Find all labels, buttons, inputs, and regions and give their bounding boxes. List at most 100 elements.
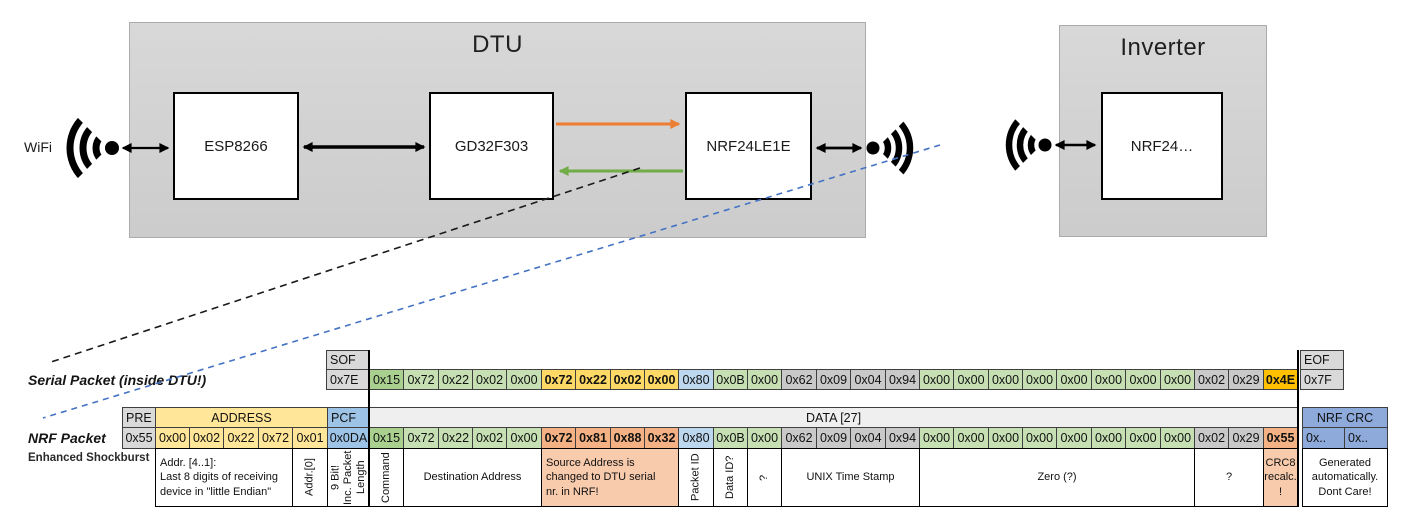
serial-byte-cell: 0x09 — [816, 369, 851, 390]
address-byte-cell: 0x72 — [258, 427, 293, 449]
eof-header-cell: EOF — [1300, 350, 1344, 370]
nrf-byte-cell: 0x00 — [1160, 427, 1195, 449]
address-byte-cell: 0x02 — [189, 427, 224, 449]
nrf-byte-cell: 0x00 — [953, 427, 989, 449]
nrf-byte-cell: 0x00 — [1022, 427, 1057, 449]
annotation-cell: Source Address is changed to DTU serial … — [541, 448, 679, 507]
pre-value-cell: 0x55 — [122, 427, 156, 449]
annotation-cell: UNIX Time Stamp — [781, 448, 920, 507]
sof-header-cell: SOF — [326, 350, 370, 370]
serial-byte-cell: 0x0B — [713, 369, 748, 390]
nrf-byte-cell: 0x00 — [747, 427, 782, 449]
dtu-title: DTU — [472, 31, 523, 58]
annotation-cell: Zero (?) — [919, 448, 1195, 507]
serial-byte-cell: 0x00 — [988, 369, 1023, 390]
nrf-byte-cell: 0x81 — [575, 427, 611, 449]
nrf-byte-cell: 0x00 — [1125, 427, 1161, 449]
chip-esp8266-label: ESP8266 — [204, 137, 268, 155]
nrf-byte-cell: 0x72 — [403, 427, 439, 449]
nrf-byte-cell: 0x55 — [1263, 427, 1298, 449]
serial-byte-cell: 0x00 — [1022, 369, 1057, 390]
nrf-byte-cell: 0x94 — [885, 427, 920, 449]
serial-byte-cell: 0x00 — [1091, 369, 1126, 390]
serial-byte-cell: 0x00 — [919, 369, 954, 390]
eof-value-cell: 0x7F — [1300, 369, 1344, 390]
annotation-cell: Destination Address — [403, 448, 542, 507]
nrf-byte-cell: 0x32 — [644, 427, 679, 449]
serial-byte-cell: 0x80 — [678, 369, 714, 390]
nrf-byte-cell: 0x0B — [713, 427, 748, 449]
address-byte-cell: 0x01 — [292, 427, 328, 449]
address-header-cell: ADDRESS — [155, 407, 328, 428]
annotation-cell: 9 Bit! Inc. Packet Length — [327, 448, 370, 507]
nrf-byte-cell: 0x62 — [781, 427, 817, 449]
serial-byte-cell: 0x4E — [1263, 369, 1298, 390]
annotation-cell: CRC8 recalc. ! — [1263, 448, 1298, 507]
nrf-byte-cell: 0x29 — [1228, 427, 1264, 449]
nrf-byte-cell: 0x00 — [506, 427, 542, 449]
chip-nrf24le1e: NRF24LE1E — [685, 92, 812, 200]
annotation-cell: Addr. [4..1]: Last 8 digits of receiving… — [155, 448, 293, 507]
serial-packet-label: Serial Packet (inside DTU!) — [28, 372, 207, 388]
serial-byte-cell: 0x72 — [403, 369, 439, 390]
enhanced-shockburst-label: Enhanced Shockburst — [28, 452, 150, 464]
pcf-value-cell: 0x0DA — [327, 427, 370, 449]
serial-byte-cell: 0x00 — [953, 369, 989, 390]
serial-byte-cell: 0x22 — [575, 369, 611, 390]
serial-byte-cell: 0x02 — [610, 369, 645, 390]
serial-byte-cell: 0x94 — [885, 369, 920, 390]
serial-byte-cell: 0x15 — [369, 369, 404, 390]
nrf-byte-cell: 0x04 — [850, 427, 886, 449]
annotation-cell: Generated automatically. Dont Care! — [1302, 448, 1388, 507]
nrf-byte-cell: 0x15 — [369, 427, 404, 449]
chip-inverter-nrf24: NRF24… — [1101, 92, 1223, 200]
annotation-cell: Command — [369, 448, 404, 507]
nrf-byte-cell: 0x22 — [438, 427, 473, 449]
nrf-byte-cell: 0x00 — [988, 427, 1023, 449]
inverter-title: Inverter — [1120, 34, 1206, 61]
right-alignment-line — [1297, 350, 1300, 507]
pre-header-cell: PRE — [122, 407, 156, 428]
nrf-byte-cell: 0x00 — [919, 427, 954, 449]
annotation-cell: ? — [1194, 448, 1264, 507]
annotation-cell: Data ID? — [713, 448, 748, 507]
serial-byte-cell: 0x00 — [1125, 369, 1161, 390]
serial-byte-cell: 0x02 — [1194, 369, 1229, 390]
annotation-cell: Addr.[0] — [292, 448, 328, 507]
sof-value-cell: 0x7E — [326, 369, 370, 390]
serial-byte-cell: 0x72 — [541, 369, 576, 390]
serial-byte-cell: 0x04 — [850, 369, 886, 390]
nrf-byte-cell: 0x72 — [541, 427, 576, 449]
chip-esp8266: ESP8266 — [173, 92, 299, 200]
chip-inverter-nrf24-label: NRF24… — [1130, 137, 1194, 155]
nrf-byte-cell: 0x02 — [472, 427, 507, 449]
serial-byte-cell: 0x22 — [438, 369, 473, 390]
serial-byte-cell: 0x29 — [1228, 369, 1264, 390]
wifi-label: WiFi — [24, 139, 52, 155]
nrf-crc-header-cell: NRF CRC — [1302, 407, 1388, 428]
serial-byte-cell: 0x00 — [1160, 369, 1195, 390]
nrf-byte-cell: 0x88 — [610, 427, 645, 449]
nrf-packet-label: NRF Packet — [28, 430, 106, 446]
nrf-crc-byte-cell: 0x.. — [1302, 427, 1345, 449]
left-alignment-line — [368, 350, 371, 507]
serial-byte-cell: 0x00 — [644, 369, 679, 390]
serial-byte-cell: 0x02 — [472, 369, 507, 390]
address-byte-cell: 0x00 — [155, 427, 190, 449]
serial-byte-cell: 0x00 — [747, 369, 782, 390]
nrf-byte-cell: 0x00 — [1056, 427, 1092, 449]
annotation-cell: Packet ID — [678, 448, 714, 507]
serial-byte-cell: 0x00 — [1056, 369, 1092, 390]
data-header-cell: DATA [27] — [369, 407, 1298, 428]
nrf-byte-cell: 0x02 — [1194, 427, 1229, 449]
annotation-cell: ? — [747, 448, 782, 507]
chip-gd32f303: GD32F303 — [429, 92, 554, 200]
nrf-byte-cell: 0x00 — [1091, 427, 1126, 449]
nrf-byte-cell: 0x80 — [678, 427, 714, 449]
chip-gd32f303-label: GD32F303 — [454, 137, 529, 155]
chip-nrf24le1e-label: NRF24LE1E — [706, 137, 791, 155]
nrf-crc-byte-cell: 0x.. — [1344, 427, 1388, 449]
serial-byte-cell: 0x62 — [781, 369, 817, 390]
nrf-byte-cell: 0x09 — [816, 427, 851, 449]
